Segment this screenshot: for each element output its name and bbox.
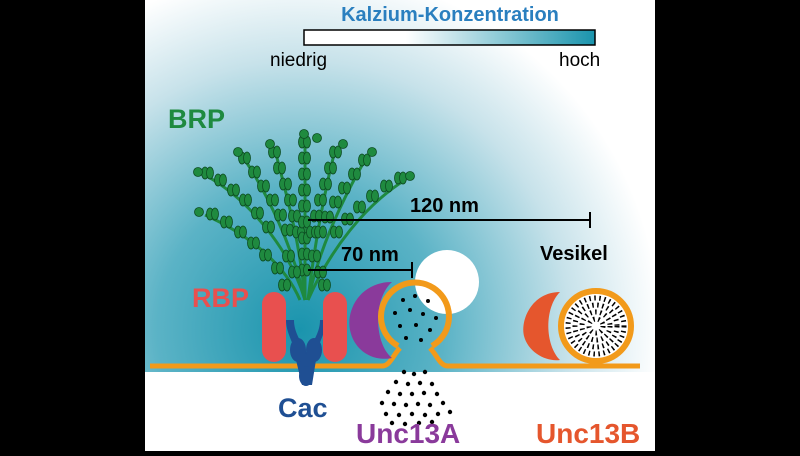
brp-label: BRP bbox=[168, 104, 226, 134]
legend-title: Kalzium-Konzentration bbox=[341, 4, 559, 26]
unc13b-label: Unc13B bbox=[536, 418, 641, 449]
released-transmitter bbox=[379, 369, 453, 427]
distance-far-label: 120 nm bbox=[410, 195, 479, 217]
cac-channel bbox=[286, 320, 326, 386]
unc13a-protein bbox=[349, 282, 392, 359]
plasma-membrane bbox=[150, 346, 640, 369]
cac-label: Cac bbox=[278, 393, 328, 423]
distance-70nm-marker bbox=[308, 262, 413, 278]
legend-low-label: niedrig bbox=[270, 50, 328, 71]
rbp-label: RBP bbox=[192, 283, 250, 313]
unc13b-protein bbox=[523, 292, 560, 361]
docked-vesicle bbox=[378, 250, 479, 349]
rbp-right bbox=[323, 292, 347, 362]
rbp-left bbox=[262, 292, 286, 362]
distant-vesicle bbox=[558, 288, 634, 364]
calcium-legend-bar bbox=[303, 29, 596, 46]
distance-120nm-marker bbox=[308, 212, 591, 228]
legend-high-label: hoch bbox=[559, 50, 601, 71]
unc13a-label: Unc13A bbox=[356, 418, 461, 449]
distance-near-label: 70 nm bbox=[341, 244, 399, 266]
vesicle-label: Vesikel bbox=[540, 243, 608, 265]
